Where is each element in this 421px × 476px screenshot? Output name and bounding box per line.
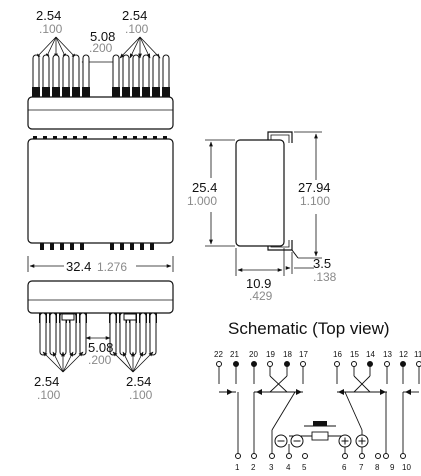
pin-label: 7 bbox=[359, 463, 364, 472]
bottom-pitch-left-mm: 2.54 bbox=[34, 374, 59, 389]
schematic-top-pin-circles bbox=[216, 361, 421, 367]
pin-label: 12 bbox=[399, 350, 408, 359]
pin-label: 4 bbox=[286, 463, 291, 472]
bottom-view: 5.08 .200 2.54 .100 2.54 .100 bbox=[27, 280, 174, 402]
bottom-leader-fan-right bbox=[112, 351, 154, 373]
bottom-leader-fan-left bbox=[42, 351, 84, 373]
side-overall-height-in: 1.100 bbox=[300, 194, 330, 208]
side-overall-height-dimension bbox=[294, 131, 322, 259]
schematic-polarity-symbols bbox=[274, 434, 369, 448]
pin-label: 15 bbox=[350, 350, 359, 359]
side-view-lead-top bbox=[267, 131, 293, 143]
side-view: 25.4 1.000 27.94 1.100 10.9 .429 3.5 .13… bbox=[187, 131, 337, 303]
front-width-dimension bbox=[27, 256, 174, 272]
pin-label: 11 bbox=[414, 350, 421, 359]
pin-label: 18 bbox=[283, 350, 292, 359]
bottom-gap-in: .200 bbox=[88, 353, 112, 367]
front-view-body bbox=[27, 138, 174, 244]
bottom-view-pin-shoulders bbox=[39, 313, 157, 323]
side-view-lead-bottom bbox=[267, 240, 293, 251]
top-gap-mm: 5.08 bbox=[90, 29, 115, 44]
pin-label: 20 bbox=[249, 350, 258, 359]
pin-label: 14 bbox=[366, 350, 375, 359]
pin-label: 13 bbox=[383, 350, 392, 359]
front-view: 32.4 1.276 bbox=[27, 136, 174, 274]
side-lead-offset-dimension bbox=[285, 252, 314, 274]
bottom-pitch-right-mm: 2.54 bbox=[126, 374, 151, 389]
side-body-height-mm: 25.4 bbox=[192, 180, 217, 195]
bottom-pitch-right-in: .100 bbox=[129, 388, 153, 402]
schematic-top-pin-numbers: 22 21 20 19 18 17 16 15 14 13 12 11 bbox=[214, 350, 421, 359]
pin-label: 8 bbox=[375, 463, 380, 472]
schematic-wiring bbox=[218, 366, 420, 454]
top-pitch-right-mm: 2.54 bbox=[122, 8, 147, 23]
top-pitch-left-in: .100 bbox=[39, 22, 63, 36]
top-gap-in: .200 bbox=[89, 41, 113, 55]
bottom-view-body bbox=[27, 280, 174, 314]
pin-label: 21 bbox=[230, 350, 239, 359]
side-depth-in: .429 bbox=[249, 289, 273, 303]
bottom-view-pins bbox=[39, 312, 157, 356]
pin-label: 6 bbox=[342, 463, 347, 472]
top-view: 2.54 .100 5.08 .200 2.54 .100 bbox=[27, 8, 174, 130]
schematic-choke-bar bbox=[313, 421, 327, 426]
pin-label: 10 bbox=[402, 463, 411, 472]
schematic-title: Schematic (Top view) bbox=[228, 319, 390, 338]
pin-label: 1 bbox=[235, 463, 240, 472]
top-view-pin-shoulders bbox=[32, 87, 170, 97]
pin-label: 17 bbox=[299, 350, 308, 359]
top-leader-fan-right bbox=[119, 36, 161, 59]
front-view-bottom-stubs bbox=[40, 243, 154, 250]
front-width-mm: 32.4 bbox=[66, 259, 91, 274]
schematic-direction-ticks bbox=[227, 389, 411, 395]
side-body-height-in: 1.000 bbox=[187, 194, 217, 208]
pin-label: 3 bbox=[269, 463, 274, 472]
pin-label: 16 bbox=[333, 350, 342, 359]
side-view-body bbox=[235, 139, 285, 247]
schematic-bottom-pin-numbers: 1 2 3 4 5 6 7 8 9 10 bbox=[235, 463, 411, 472]
bottom-pitch-left-in: .100 bbox=[37, 388, 61, 402]
pin-label: 19 bbox=[266, 350, 275, 359]
top-pitch-left-mm: 2.54 bbox=[36, 8, 61, 23]
bottom-gap-mm: 5.08 bbox=[88, 340, 113, 355]
side-overall-height-mm: 27.94 bbox=[298, 180, 331, 195]
bottom-view-fiducials bbox=[61, 313, 137, 321]
pin-label: 2 bbox=[251, 463, 256, 472]
top-pitch-right-in: .100 bbox=[125, 22, 149, 36]
pin-label: 22 bbox=[214, 350, 223, 359]
pin-label: 9 bbox=[390, 463, 395, 472]
pin-label: 5 bbox=[302, 463, 307, 472]
side-depth-mm: 10.9 bbox=[246, 276, 271, 291]
top-view-pins bbox=[32, 54, 170, 98]
front-width-in: 1.276 bbox=[97, 260, 127, 274]
top-view-body bbox=[27, 96, 174, 130]
schematic-bottom-pin-circles bbox=[235, 453, 406, 459]
side-lead-offset-mm: 3.5 bbox=[313, 256, 331, 271]
side-body-height-dimension bbox=[205, 139, 235, 247]
side-lead-offset-in: .138 bbox=[313, 270, 337, 284]
schematic: Schematic (Top view) 22 21 20 19 18 17 1… bbox=[214, 319, 421, 472]
side-depth-dimension bbox=[235, 248, 285, 276]
